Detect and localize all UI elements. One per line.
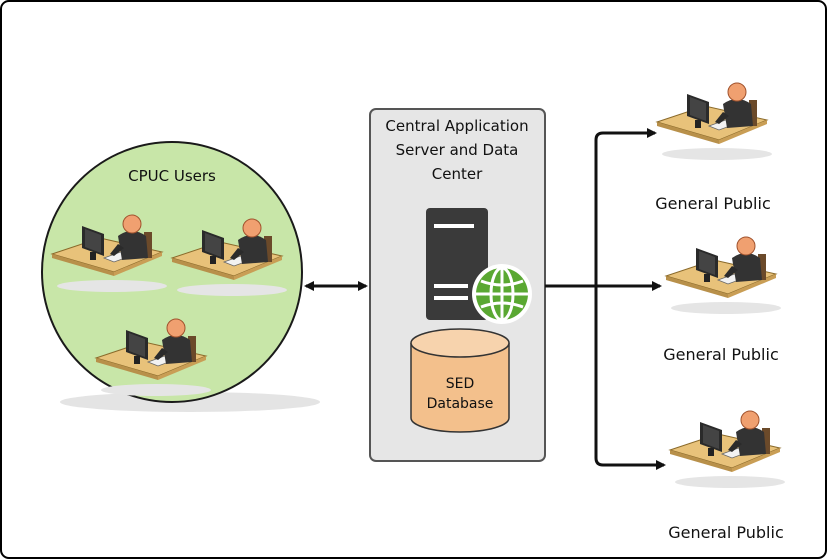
connector-lines xyxy=(545,128,666,470)
general-public-label-1: General Public xyxy=(655,194,771,213)
server-title-line2: Server and Data xyxy=(396,141,519,159)
general-public-label-3: General Public xyxy=(668,523,784,542)
general-public-user-2: General Public xyxy=(663,236,782,364)
database-label-line1: SED xyxy=(446,376,475,392)
server-title-line1: Central Application xyxy=(385,117,528,135)
database-label-line2: Database xyxy=(427,396,494,412)
general-public-user-3: General Public xyxy=(668,410,786,542)
server-panel: Central Application Server and Data Cent… xyxy=(369,108,546,462)
cpuc-circle xyxy=(41,141,303,403)
cpuc-users-label: CPUC Users xyxy=(128,167,216,185)
cpuc-users-group: CPUC Users xyxy=(41,141,320,412)
general-public-user-1: General Public xyxy=(655,82,773,213)
database-icon: SED Database xyxy=(410,328,510,433)
server-title-line3: Center xyxy=(432,165,483,183)
globe-icon xyxy=(472,264,532,324)
general-public-label-2: General Public xyxy=(663,345,779,364)
